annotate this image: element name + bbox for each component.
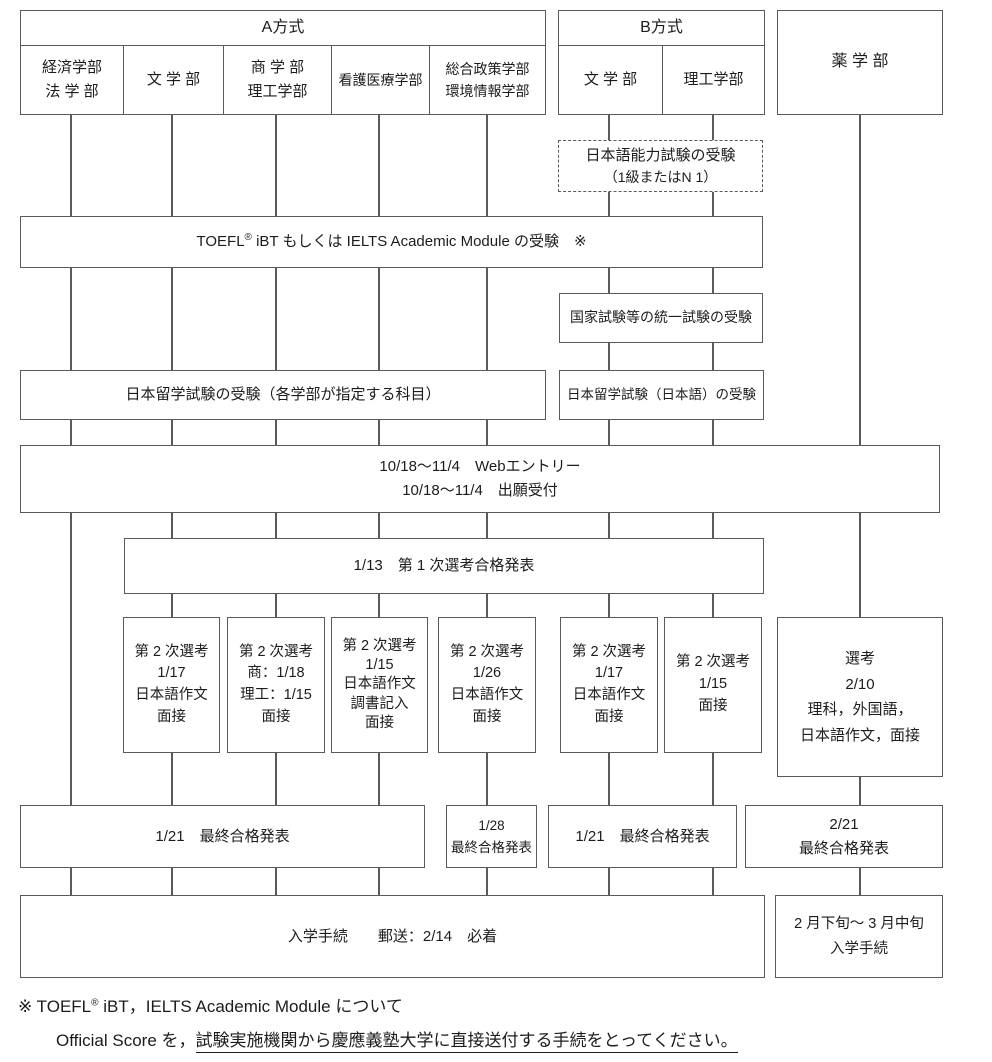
final-result-a-box: 1/21 最終合格発表 [20,805,425,868]
connector-line [171,420,173,445]
connector-line [171,868,173,895]
connector-line [608,594,610,617]
connector-line [712,868,714,895]
underlined-instruction: 試験実施機関から慶應義塾大学に直接送付する手続をとってください。 [195,1031,738,1053]
connector-line [859,777,861,805]
connector-line [486,420,488,445]
connector-line [712,753,714,805]
toefl-ielts-exam-box: TOEFL® iBT もしくは IELTS Academic Module の受… [20,216,763,268]
faculty-scitech-b: 理工学部 [662,46,764,114]
final-result-pharmacy-box: 2/21 最終合格発表 [745,805,943,868]
final-result-b-box: 1/21 最終合格発表 [548,805,737,868]
connector-line [608,115,610,140]
connector-line [486,594,488,617]
connector-line [70,513,72,805]
connector-line [378,594,380,617]
connector-line [275,868,277,895]
connector-line [275,115,277,216]
connector-line [486,268,488,370]
connector-line [275,268,277,370]
pharmacy-enrollment-box: 2 月下旬～ 3 月中旬 入学手続 [775,895,943,978]
connector-line [859,513,861,617]
connector-line [712,192,714,216]
connector-line [70,268,72,370]
method-a-box: A方式 経済学部 法 学 部 文 学 部 商 学 部 理工学部 看護医療学部 総… [20,10,546,115]
connector-line [712,115,714,140]
connector-line [712,343,714,370]
national-exam-box: 国家試験等の統一試験の受験 [559,293,763,343]
connector-line [378,513,380,538]
connector-line [859,115,861,445]
connector-line [608,192,610,216]
method-a-title: A方式 [21,11,545,46]
faculty-nursing: 看護医療学部 [331,46,429,114]
connector-line [608,513,610,538]
connector-line [859,868,861,895]
eju-japanese-box: 日本留学試験（日本語）の受験 [559,370,764,420]
connector-line [378,115,380,216]
connector-line [378,753,380,805]
connector-line [70,868,72,895]
connector-line [712,420,714,445]
first-screening-result-box: 1/13 第 1 次選考合格発表 [124,538,764,594]
second-screening-nursing: 第 2 次選考 1/15 日本語作文 調書記入 面接 [331,617,428,753]
pharmacy-screening-box: 選考 2/10 理科，外国語， 日本語作文，面接 [777,617,943,777]
second-screening-letters-b: 第 2 次選考 1/17 日本語作文 面接 [560,617,658,753]
faculty-pharmacy-box: 薬 学 部 [777,10,943,115]
connector-line [70,420,72,445]
connector-line [712,513,714,538]
method-b-faculty-row: 文 学 部 理工学部 [559,46,764,114]
connector-line [171,594,173,617]
registered-mark: ® [244,232,252,244]
connector-line [171,115,173,216]
connector-line [608,868,610,895]
final-result-sfc-box: 1/28 最終合格発表 [446,805,537,868]
connector-line [275,420,277,445]
connector-line [608,268,610,293]
enrollment-box: 入学手続 郵送：2/14 必着 [20,895,765,978]
connector-line [275,594,277,617]
method-b-box: B方式 文 学 部 理工学部 [558,10,765,115]
faculty-business-scitech: 商 学 部 理工学部 [223,46,331,114]
connector-line [171,753,173,805]
connector-line [275,513,277,538]
second-screening-business-scitech: 第 2 次選考 商：1/18 理工：1/15 面接 [227,617,325,753]
connector-line [70,115,72,216]
connector-line [486,753,488,805]
connector-line [171,513,173,538]
connector-line [378,420,380,445]
method-a-faculty-row: 経済学部 法 学 部 文 学 部 商 学 部 理工学部 看護医療学部 総合政策学… [21,46,545,114]
connector-line [608,753,610,805]
connector-line [486,868,488,895]
footnote-line2: Official Score を，試験実施機関から慶應義塾大学に直接送付する手続… [56,1026,738,1053]
faculty-letters-a: 文 学 部 [123,46,223,114]
second-screening-econ-law: 第 2 次選考 1/17 日本語作文 面接 [123,617,220,753]
connector-line [712,268,714,293]
method-b-title: B方式 [559,11,764,46]
registered-mark: ® [91,997,99,1009]
footnote-line1: ※ TOEFL® iBT，IELTS Academic Module について [18,997,403,1016]
faculty-econ-law: 経済学部 法 学 部 [41,59,102,100]
faculty-policy-environment: 総合政策学部 環境情報学部 [429,46,545,114]
connector-line [608,343,610,370]
faculty-letters-b: 文 学 部 [583,71,638,88]
second-screening-scitech-b: 第 2 次選考 1/15 面接 [664,617,762,753]
jlpt-exam-box: 日本語能力試験の受験 （1級またはN 1） [558,140,763,192]
connector-line [378,868,380,895]
connector-line [486,115,488,216]
eju-subjects-box: 日本留学試験の受験（各学部が指定する科目） [20,370,546,420]
connector-line [171,268,173,370]
connector-line [608,420,610,445]
second-screening-policy-environment: 第 2 次選考 1/26 日本語作文 面接 [438,617,536,753]
connector-line [486,513,488,538]
connector-line [712,594,714,617]
web-entry-box: 10/18～11/4 Webエントリー 10/18～11/4 出願受付 [20,445,940,513]
connector-line [275,753,277,805]
connector-line [378,268,380,370]
